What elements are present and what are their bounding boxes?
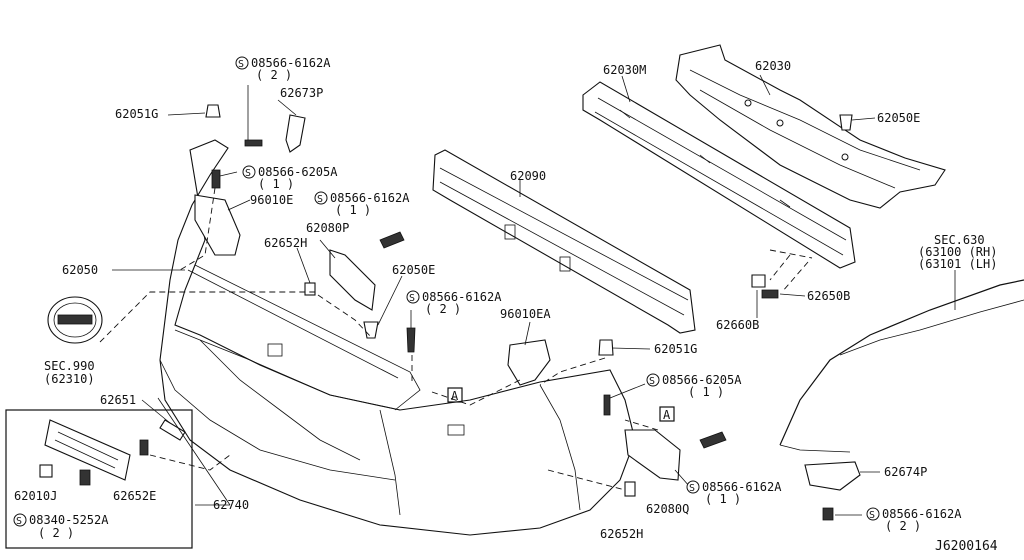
label-62030M: 62030M bbox=[603, 63, 646, 77]
label-62652H-top: 62652H bbox=[264, 236, 307, 250]
label-08566-6162A-mid: 08566-6162A bbox=[330, 191, 410, 205]
label-08566-6205A-left: 08566-6205A bbox=[258, 165, 338, 179]
bumper-fascia bbox=[159, 139, 636, 536]
label-62080Q: 62080Q bbox=[646, 502, 689, 516]
label-62674P: 62674P bbox=[884, 465, 927, 479]
s-symbol-7: S bbox=[16, 516, 22, 527]
label-08566-6162A-center-qty: ( 2 ) bbox=[425, 302, 461, 316]
label-08566-6162A-bottom-qty: ( 2 ) bbox=[885, 519, 921, 533]
ref-A-label: A bbox=[451, 389, 459, 403]
s-symbol-5: S bbox=[649, 376, 655, 387]
label-08566-6162A-bottom: 08566-6162A bbox=[882, 507, 962, 521]
label-sec630: SEC.630 bbox=[934, 233, 985, 247]
label-08566-6205A-left-qty: ( 1 ) bbox=[258, 177, 294, 191]
label-sec630-lh: (63101 (LH) bbox=[918, 257, 997, 271]
label-sec990-sub: (62310) bbox=[44, 372, 95, 386]
label-96010E: 96010E bbox=[250, 193, 293, 207]
label-62090: 62090 bbox=[510, 169, 546, 183]
ref-A-label-2: A bbox=[663, 408, 671, 422]
label-sec630-rh: (63100 (RH) bbox=[918, 245, 997, 259]
label-62673P: 62673P bbox=[280, 86, 323, 100]
small-parts bbox=[47, 104, 861, 521]
fender-outline bbox=[779, 279, 1024, 453]
label-62050E-mid: 62050E bbox=[392, 263, 435, 277]
s-symbol-1: S bbox=[238, 59, 244, 70]
label-62050: 62050 bbox=[62, 263, 98, 277]
s-symbol-3: S bbox=[317, 194, 323, 205]
bracket-62030 bbox=[675, 44, 946, 209]
label-08566-6162A-top-qty: ( 2 ) bbox=[256, 68, 292, 82]
part-labels: 08566-6162A ( 2 ) 62673P 62051G 08566-62… bbox=[14, 56, 998, 554]
label-96010EA: 96010EA bbox=[500, 307, 551, 321]
label-62030: 62030 bbox=[755, 59, 791, 73]
label-sec990: SEC.990 bbox=[44, 359, 95, 373]
label-08566-6162A-lower-qty: ( 1 ) bbox=[705, 492, 741, 506]
s-symbols: S S S S S S S S bbox=[13, 56, 880, 527]
label-08566-6162A-center: 08566-6162A bbox=[422, 290, 502, 304]
label-62652H-bottom: 62652H bbox=[600, 527, 643, 541]
reinforcement-62030M bbox=[582, 81, 856, 269]
reference-A-boxes: A A bbox=[447, 387, 675, 422]
label-62010J: 62010J bbox=[14, 489, 57, 503]
label-62050E-right: 62050E bbox=[877, 111, 920, 125]
diagram-code: J6200164 bbox=[935, 539, 998, 554]
label-62650B: 62650B bbox=[807, 289, 850, 303]
label-62051G-top: 62051G bbox=[115, 107, 158, 121]
label-08566-6205A-right-qty: ( 1 ) bbox=[688, 385, 724, 399]
absorber-62090 bbox=[432, 149, 696, 334]
label-62651: 62651 bbox=[100, 393, 136, 407]
label-08566-6162A-lower: 08566-6162A bbox=[702, 480, 782, 494]
label-08340-5252A-qty: ( 2 ) bbox=[38, 526, 74, 540]
label-62660B: 62660B bbox=[716, 318, 759, 332]
leader-lines bbox=[99, 74, 956, 516]
s-symbol-8: S bbox=[869, 510, 875, 521]
s-symbol-4: S bbox=[409, 293, 415, 304]
s-symbol-2: S bbox=[245, 168, 251, 179]
label-08566-6162A-top: 08566-6162A bbox=[251, 56, 331, 70]
label-62652E: 62652E bbox=[113, 489, 156, 503]
label-08340-5252A: 08340-5252A bbox=[29, 513, 109, 527]
label-62740: 62740 bbox=[213, 498, 249, 512]
label-62051G-mid: 62051G bbox=[654, 342, 697, 356]
label-62080P: 62080P bbox=[306, 221, 349, 235]
s-symbol-6: S bbox=[689, 483, 695, 494]
label-08566-6205A-right: 08566-6205A bbox=[662, 373, 742, 387]
license-plate-inset bbox=[5, 409, 193, 549]
label-08566-6162A-mid-qty: ( 1 ) bbox=[335, 203, 371, 217]
